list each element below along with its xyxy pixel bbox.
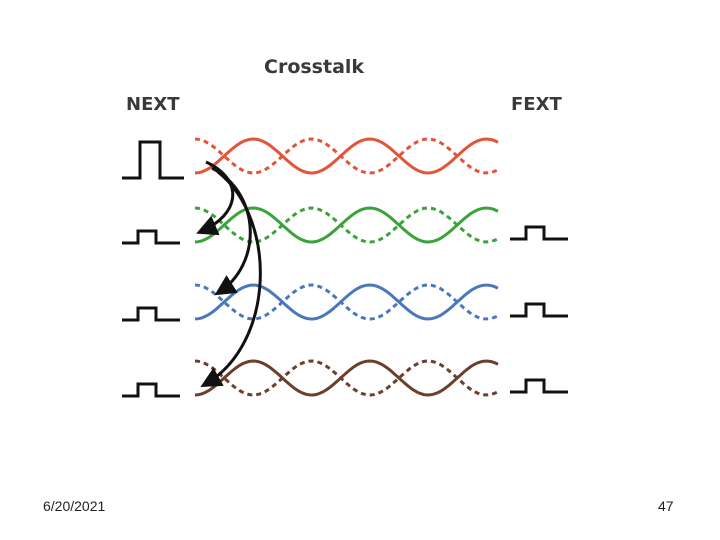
pair-blue-fext-pulse <box>510 302 568 318</box>
page-number: 47 <box>658 498 674 514</box>
next-label: NEXT <box>126 94 180 115</box>
pair-blue-dashed-wire <box>194 283 499 321</box>
footer-date: 6/20/2021 <box>43 498 106 514</box>
diagram-title: Crosstalk <box>264 56 365 78</box>
pulse-symbols <box>122 140 568 398</box>
pair-brown-solid-wire <box>194 359 499 397</box>
pair-green-dashed-wire <box>194 206 499 244</box>
arrow-to-green <box>196 160 235 236</box>
crosstalk-arrows <box>196 160 262 388</box>
pair-brown-next-pulse <box>122 382 180 398</box>
pair-green-fext-pulse <box>510 225 568 241</box>
pair-blue-next-pulse <box>122 306 180 322</box>
arrow-to-brown <box>200 170 262 388</box>
pair-red-dashed-wire <box>194 137 499 175</box>
twisted-pairs <box>194 137 499 397</box>
pair-brown-dashed-wire <box>194 359 499 397</box>
fext-label: FEXT <box>511 94 562 115</box>
pair-green-next-pulse <box>122 229 180 245</box>
pair-red-next-pulse <box>122 140 184 180</box>
pair-brown-fext-pulse <box>510 378 568 394</box>
pair-blue-solid-wire <box>194 283 499 321</box>
pair-red-solid-wire <box>194 137 499 175</box>
